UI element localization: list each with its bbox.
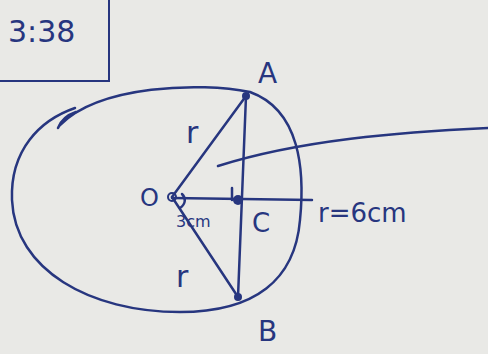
center-dot: [168, 193, 176, 201]
point-dot: [234, 293, 242, 301]
pen-stroke: [58, 112, 76, 128]
point-label: C: [252, 210, 270, 236]
time-text: 3:38: [8, 17, 108, 47]
point-label: O: [140, 186, 159, 210]
radius-line: [172, 96, 246, 197]
dimension-label: r=6cm: [318, 200, 407, 226]
dimension-label: 3cm: [176, 214, 211, 230]
right-angle-mark: [231, 188, 234, 200]
radius-label: r: [176, 262, 188, 292]
point-dot: [242, 92, 250, 100]
radius-line: [172, 197, 238, 297]
angle-mark: [180, 194, 185, 208]
radius-label: r: [186, 118, 198, 148]
leader-line: [218, 128, 488, 166]
point-label: A: [258, 60, 277, 88]
point-label: B: [258, 318, 277, 346]
point-dot: [233, 195, 243, 205]
time-box: 3:38: [0, 0, 110, 82]
